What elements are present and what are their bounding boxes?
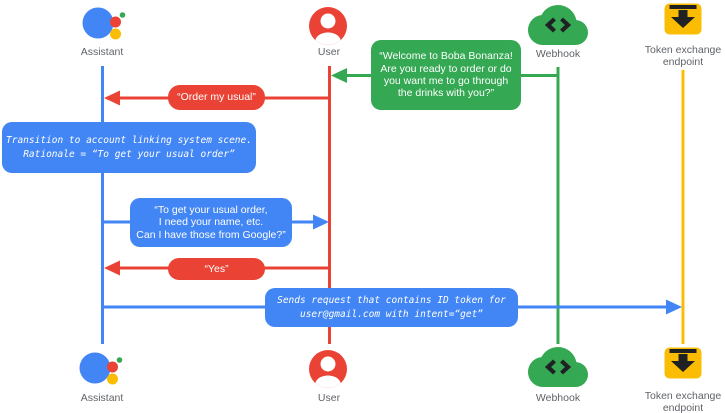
token-endpoint-label-bottom: Token exchange endpoint [644,390,722,413]
webhook-label-bottom: Webhook [535,392,581,404]
webhook-icon [528,5,588,45]
note-sends-request: Sends request that contains ID token for… [265,288,518,327]
assistant-label-bottom: Assistant [80,392,124,404]
webhook-icon [528,347,588,387]
assistant-icon [79,352,123,385]
webhook-label-top: Webhook [535,48,581,60]
message-order-usual: “Order my usual” [168,85,265,110]
token-endpoint-icon [664,3,702,35]
user-label-bottom: User [317,392,341,404]
user-icon [309,7,347,45]
token-endpoint-icon [664,347,702,379]
user-label-top: User [317,46,341,58]
note-transition-account-linking: Transition to account linking system sce… [2,122,256,173]
assistant-icon [82,7,126,40]
user-icon [309,350,347,388]
token-endpoint-label-top: Token exchange endpoint [644,44,722,68]
message-welcome: “Welcome to Boba Bonanza! Are you ready … [371,40,521,110]
assistant-label-top: Assistant [80,46,124,58]
message-get-order: “To get your usual order, I need your na… [130,198,292,247]
message-yes: “Yes” [168,258,265,280]
